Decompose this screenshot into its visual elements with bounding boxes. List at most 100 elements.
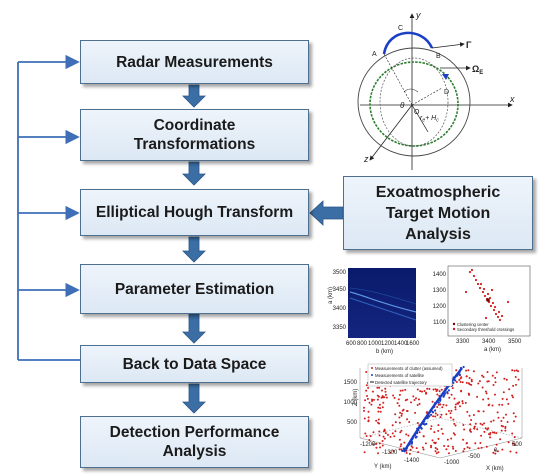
arrow-back-detect [182,383,206,414]
od-line [411,87,443,106]
plot3d-legend-1: Measurements of satellite [375,373,425,378]
clutter-point [468,414,471,417]
clutter-point [378,442,381,445]
satellite-point [430,409,433,412]
clutter-point [394,421,397,424]
clutter-point [491,404,494,407]
clutter-point [517,370,520,373]
clutter-point [472,370,475,373]
clutter-point [378,434,381,437]
clutter-point [389,451,392,454]
label-y: y [415,10,421,20]
clutter-point [469,423,472,426]
clutter-point [372,431,375,434]
clutter-point [454,450,457,452]
box-detection-performance-analysis: Detection Performance Analysis [80,416,309,468]
clutter-point [384,393,387,396]
plot3d-zlabel: Z (km) [353,389,359,406]
clutter-point [514,376,517,378]
clutter-point [435,452,438,455]
clutter-point [512,396,514,399]
scatter-xtick-2: 3500 [508,339,522,345]
plot3d-ytick-0: -1200 [360,442,376,448]
clutter-point [410,401,412,404]
arrow-hough-param [182,236,206,263]
clutter-point [369,435,372,438]
clutter-point [415,447,418,450]
clutter-point [398,421,401,424]
clutter-point [426,387,429,390]
clutter-point [436,393,439,396]
clutter-point [487,397,490,400]
satellite-point [408,442,411,445]
clutter-point [459,381,462,383]
scatter-ytick-0: 1400 [433,272,447,278]
clutter-point [436,406,439,408]
clutter-point [462,424,465,426]
clutter-point [393,396,396,399]
clutter-point [501,403,504,406]
heatmap-xtick-3: 1200 [381,341,395,347]
clutter-point [498,403,501,406]
heatmap-xtick-5: 1600 [406,341,420,347]
satellite-point [430,413,433,416]
heatmap-ylabel: a (km) [328,287,334,304]
clutter-point [439,416,442,419]
back-label: Back to Data Space [122,355,267,373]
plot3d-ztick-0: 1500 [344,380,358,386]
clutter-point [497,416,500,419]
clutter-point [484,427,487,430]
satellite-point [458,371,461,374]
clutter-point [478,380,481,383]
clutter-point [405,433,408,436]
satellite-point [462,365,465,369]
label-radius-sub: e [422,118,425,124]
clutter-point [378,403,381,406]
clutter-point [429,427,432,430]
satellite-point [410,442,413,445]
clutter-point [507,402,510,405]
clutter-point [515,451,518,454]
clutter-point [367,410,370,413]
clutter-point [412,395,415,398]
clutter-point [377,418,380,421]
clutter-point [505,378,508,381]
clutter-point [486,371,489,374]
scatter-legend: Clustering center Secondary threshold cr… [452,322,514,332]
clutter-point [419,390,422,393]
satellite-point [459,366,463,370]
clutter-point [431,400,434,403]
clutter-point [379,446,381,449]
clutter-point [367,386,370,389]
satellite-point [417,429,420,432]
label-omega-sub: E [479,70,483,76]
satellite-point [437,398,440,402]
clutter-point [515,383,517,386]
clutter-point [367,416,370,419]
satellite-point [415,432,418,435]
clutter-point [449,412,452,415]
satellite-point [456,374,459,377]
plot3d-ztick-2: 500 [347,420,358,426]
label-radius: re+ Hc [420,115,439,124]
clutter-point [407,434,410,437]
satellite-point [425,422,428,425]
detect-label-1: Detection Performance [109,424,280,441]
satellite-point [433,405,436,408]
clutter-point [381,440,384,442]
clutter-point [400,412,403,415]
clutter-point [435,390,438,393]
clutter-point [434,388,437,391]
clutter-point [454,403,457,406]
clutter-point [495,371,498,374]
clutter-point [466,410,469,413]
clutter-point [430,425,433,428]
clutter-point [418,431,421,434]
clutter-point [512,384,515,387]
clutter-point [366,397,369,400]
clutter-point [363,417,366,420]
clutter-point [504,427,507,429]
clutter-point [447,410,450,412]
clutter-point [468,377,471,379]
clutter-point [472,414,475,416]
